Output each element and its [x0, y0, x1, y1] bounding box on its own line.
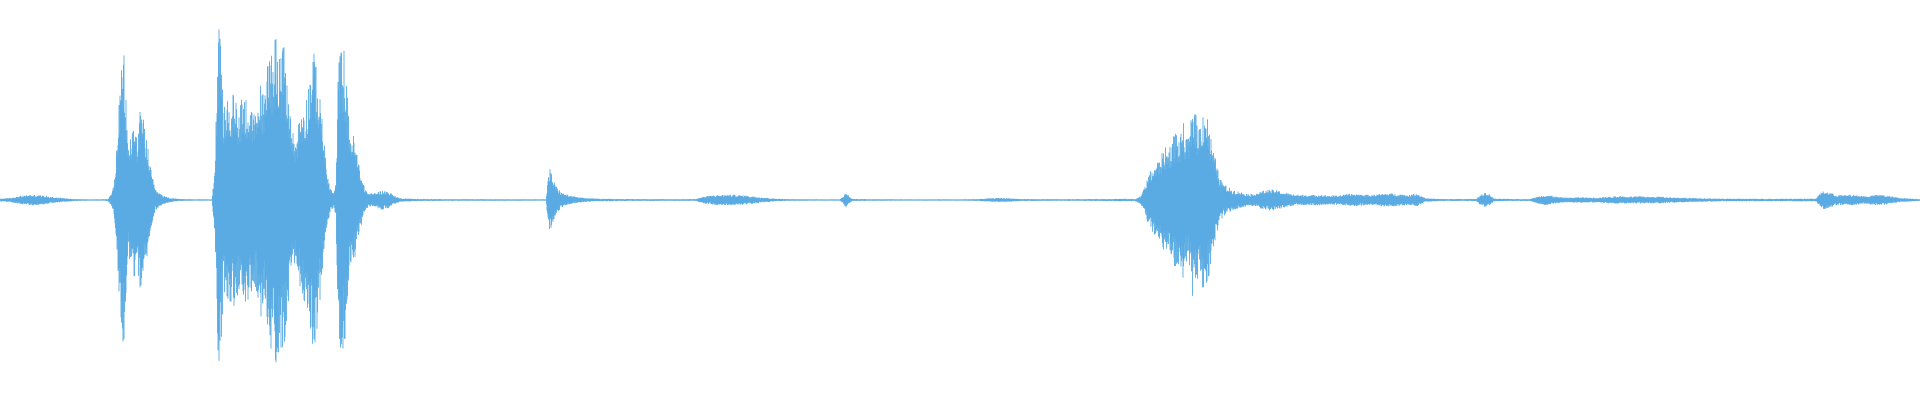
waveform-path: [0, 29, 1920, 363]
waveform-samples: [0, 29, 1920, 363]
